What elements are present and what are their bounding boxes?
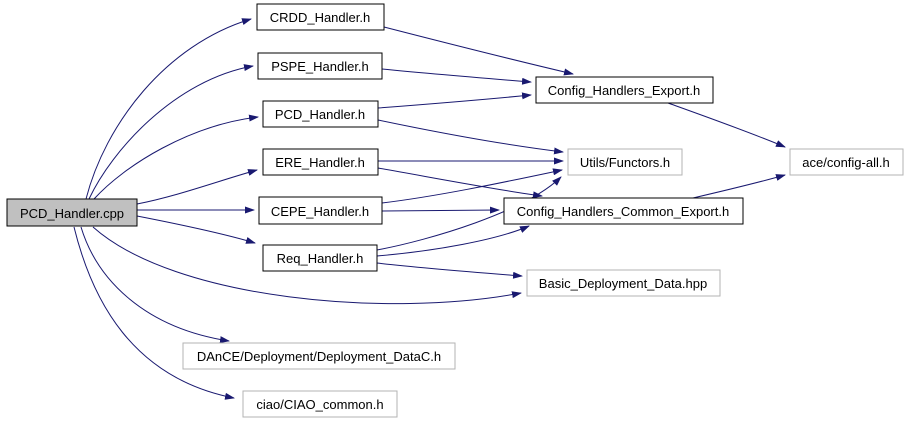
edge-pcdh-to-cfgexport: [377, 92, 532, 109]
edge-cfgcommon-to-ace: [692, 174, 786, 199]
node-cepe-handler-h-label: CEPE_Handler.h: [271, 204, 369, 219]
node-cepe-handler-h[interactable]: CEPE_Handler.h: [258, 196, 383, 225]
edge-cepe-to-utils: [381, 168, 563, 204]
node-req-handler-h-label: Req_Handler.h: [277, 251, 364, 266]
edge-pcdh-to-utils: [377, 119, 564, 155]
node-config-handlers-common-export-h-box: [503, 197, 744, 225]
node-config-handlers-common-export-h[interactable]: Config_Handlers_Common_Export.h: [503, 197, 744, 225]
edge-req-to-cfgcommon: [376, 225, 530, 257]
node-req-handler-h-box: [262, 244, 378, 272]
edge-pcdcpp-to-pspe: [88, 64, 254, 200]
node-pcd-handler-h-label: PCD_Handler.h: [275, 107, 365, 122]
edge-req-to-utils: [376, 176, 562, 251]
node-ciao-ciao-common-h[interactable]: ciao/CIAO_common.h: [242, 390, 398, 418]
node-config-handlers-export-h[interactable]: Config_Handlers_Export.h: [535, 76, 714, 104]
edge-pcdcpp-to-ere: [136, 169, 258, 205]
node-ace-config-all-h-box: [789, 148, 904, 176]
node-utils-functors-h-box: [567, 148, 683, 176]
node-ere-handler-h-box: [262, 148, 379, 176]
node-basic-deployment-data-hpp[interactable]: Basic_Deployment_Data.hpp: [526, 269, 721, 297]
node-config-handlers-export-h-label: Config_Handlers_Export.h: [548, 83, 700, 98]
node-dance-deployment-datac-h[interactable]: DAnCE/Deployment/Deployment_DataC.h: [182, 342, 456, 370]
edge-crdd-to-cfgexport: [383, 26, 574, 76]
node-dance-deployment-datac-h-box: [182, 342, 456, 370]
node-ciao-ciao-common-h-box: [242, 390, 398, 418]
node-pspe-handler-h-box: [257, 52, 383, 80]
node-basic-deployment-data-hpp-label: Basic_Deployment_Data.hpp: [539, 276, 707, 291]
edge-pcdcpp-to-pcdh: [93, 114, 259, 200]
edge-ere-to-cfgcommon: [377, 167, 543, 199]
node-dance-deployment-datac-h-label: DAnCE/Deployment/Deployment_DataC.h: [197, 349, 441, 364]
edge-layer: [73, 18, 786, 400]
node-pcd-handler-cpp[interactable]: PCD_Handler.cpp: [6, 198, 138, 227]
node-config-handlers-export-h-box: [535, 76, 714, 104]
node-crdd-handler-h-label: CRDD_Handler.h: [270, 10, 370, 25]
node-pspe-handler-h-label: PSPE_Handler.h: [271, 59, 369, 74]
node-cepe-handler-h-box: [258, 196, 383, 225]
edge-pcdcpp-to-req: [136, 215, 256, 244]
node-pspe-handler-h[interactable]: PSPE_Handler.h: [257, 52, 383, 80]
edge-pcdcpp-to-dance: [80, 226, 230, 344]
node-utils-functors-h[interactable]: Utils/Functors.h: [567, 148, 683, 176]
node-pcd-handler-h[interactable]: PCD_Handler.h: [262, 100, 379, 128]
node-ace-config-all-h-label: ace/config-all.h: [802, 155, 889, 170]
node-basic-deployment-data-hpp-box: [526, 269, 721, 297]
node-pcd-handler-cpp-box: [6, 198, 138, 227]
node-utils-functors-h-label: Utils/Functors.h: [580, 155, 670, 170]
node-ciao-ciao-common-h-label: ciao/CIAO_common.h: [256, 397, 383, 412]
edge-cepe-to-cfgcommon: [381, 206, 500, 214]
node-ace-config-all-h[interactable]: ace/config-all.h: [789, 148, 904, 176]
node-crdd-handler-h-box: [256, 3, 385, 31]
node-crdd-handler-h[interactable]: CRDD_Handler.h: [256, 3, 385, 31]
node-ere-handler-h-label: ERE_Handler.h: [275, 155, 365, 170]
node-config-handlers-common-export-h-label: Config_Handlers_Common_Export.h: [517, 204, 729, 219]
edge-cfgexport-to-ace: [667, 102, 786, 148]
edge-pcdcpp-to-ciao: [73, 226, 235, 400]
edge-pcdcpp-to-basic: [92, 226, 522, 305]
node-pcd-handler-cpp-label: PCD_Handler.cpp: [20, 206, 124, 221]
node-ere-handler-h[interactable]: ERE_Handler.h: [262, 148, 379, 176]
node-pcd-handler-h-box: [262, 100, 379, 128]
edge-pcdcpp-to-crdd: [85, 18, 252, 200]
edge-req-to-basic: [376, 262, 523, 279]
edge-pspe-to-cfgexport: [381, 68, 532, 85]
node-req-handler-h[interactable]: Req_Handler.h: [262, 244, 378, 272]
